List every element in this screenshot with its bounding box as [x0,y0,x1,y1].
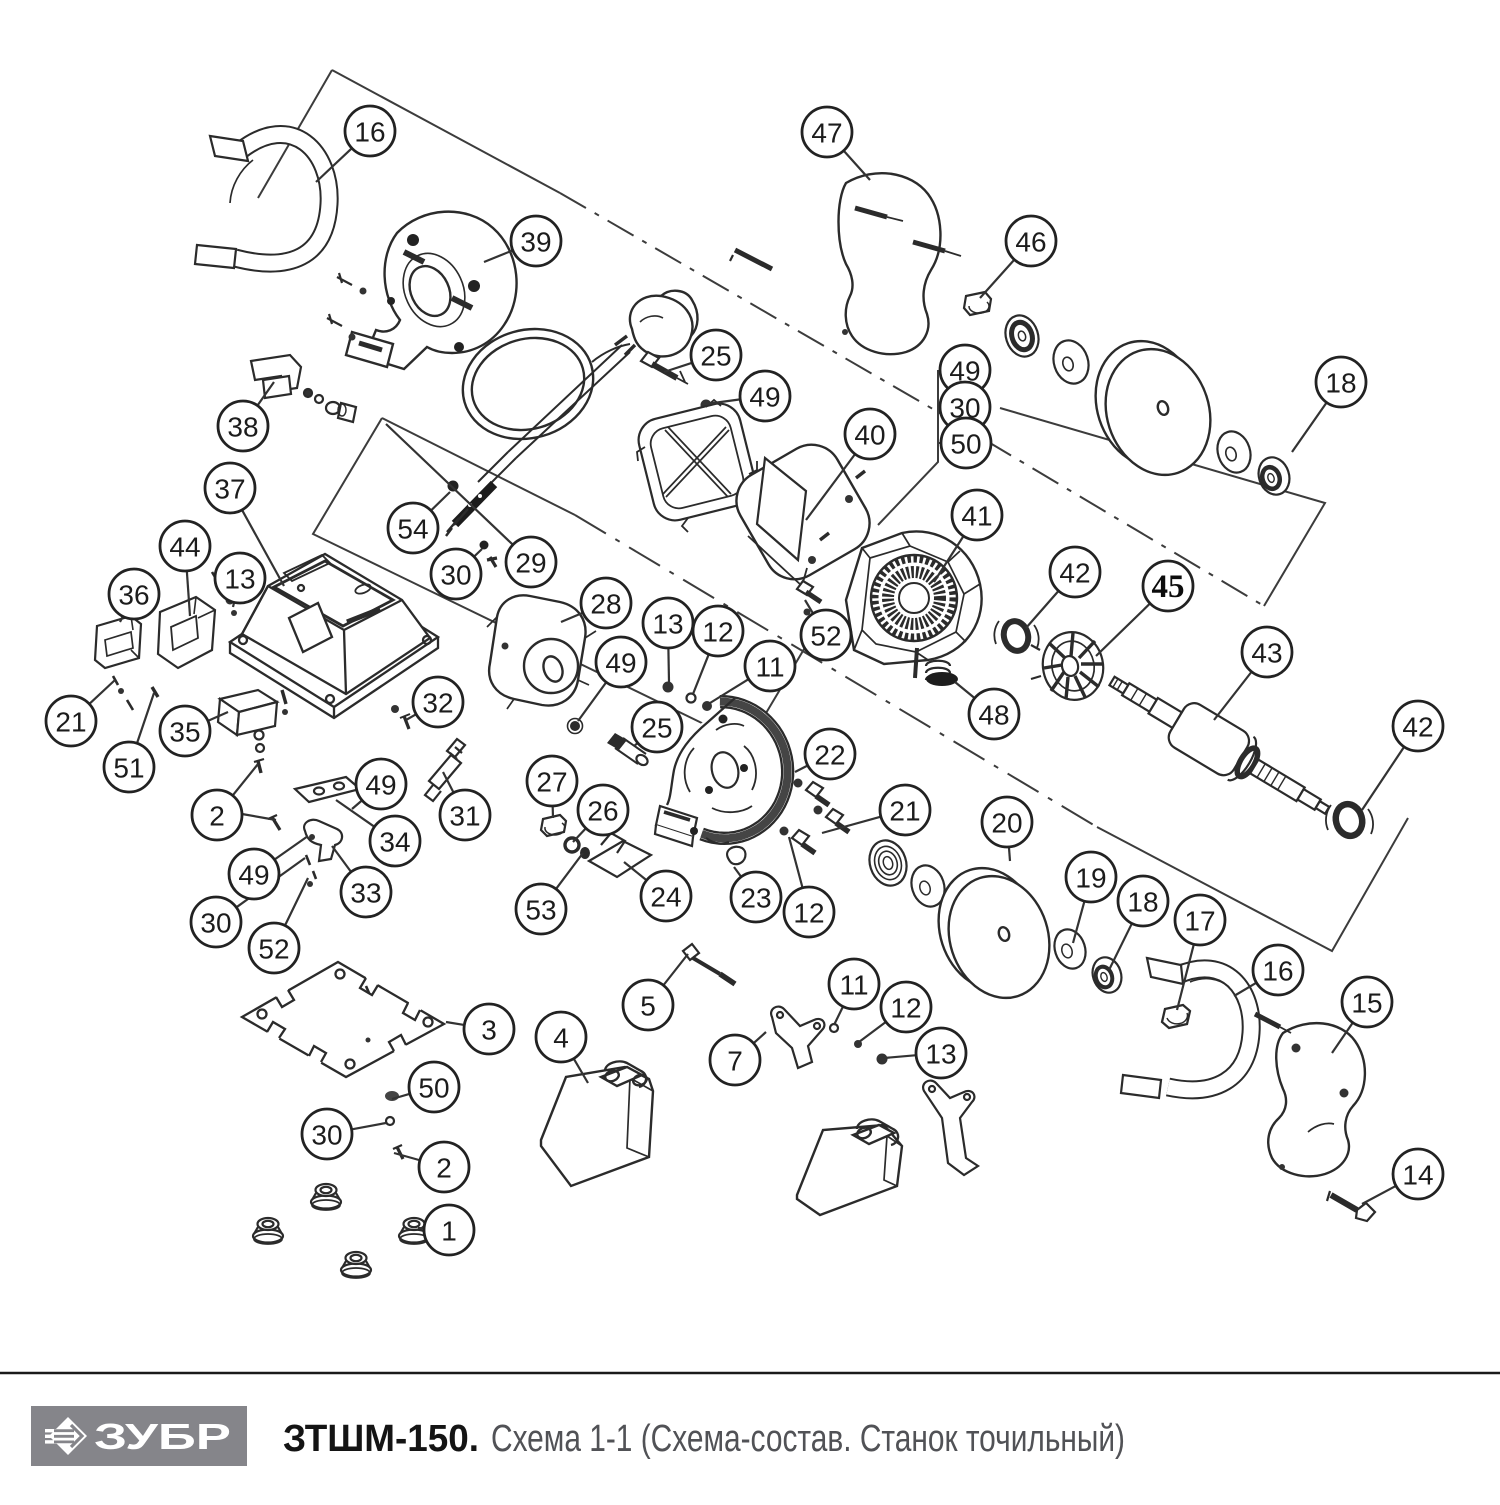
svg-text:25: 25 [700,341,731,372]
svg-text:29: 29 [515,548,546,579]
svg-text:7: 7 [727,1046,743,1077]
svg-text:24: 24 [650,882,681,913]
svg-text:ЗТШМ-150.: ЗТШМ-150. [283,1418,479,1460]
svg-text:52: 52 [810,621,841,652]
svg-text:49: 49 [238,860,269,891]
svg-text:20: 20 [991,808,1022,839]
svg-text:21: 21 [55,707,86,738]
svg-text:38: 38 [227,412,258,443]
svg-text:36: 36 [118,580,149,611]
svg-text:52: 52 [258,934,289,965]
svg-text:50: 50 [418,1073,449,1104]
svg-text:3: 3 [481,1015,497,1046]
svg-text:31: 31 [449,801,480,832]
svg-text:39: 39 [520,227,551,258]
svg-text:47: 47 [811,118,842,149]
svg-text:16: 16 [354,117,385,148]
svg-text:23: 23 [740,883,771,914]
svg-text:43: 43 [1251,638,1282,669]
svg-text:12: 12 [890,993,921,1024]
svg-text:49: 49 [949,356,980,387]
svg-text:42: 42 [1059,558,1090,589]
svg-text:19: 19 [1075,863,1106,894]
svg-text:51: 51 [113,753,144,784]
svg-text:35: 35 [169,717,200,748]
svg-text:50: 50 [950,429,981,460]
svg-text:49: 49 [365,770,396,801]
svg-text:33: 33 [350,878,381,909]
svg-text:53: 53 [525,895,556,926]
svg-text:ЗУБР: ЗУБР [94,1416,231,1457]
svg-text:11: 11 [839,970,868,1001]
svg-text:Схема 1-1 (Схема-состав. Стано: Схема 1-1 (Схема-состав. Станок точильны… [491,1418,1125,1460]
svg-text:41: 41 [961,501,992,532]
svg-text:28: 28 [590,589,621,620]
svg-text:12: 12 [793,898,824,929]
svg-text:37: 37 [214,474,245,505]
svg-text:5: 5 [640,991,656,1022]
svg-text:45: 45 [1152,569,1185,605]
svg-text:2: 2 [436,1153,452,1184]
svg-text:16: 16 [1262,956,1293,987]
svg-text:48: 48 [978,700,1009,731]
svg-text:22: 22 [814,740,845,771]
svg-text:13: 13 [652,609,683,640]
svg-text:4: 4 [553,1023,569,1054]
svg-text:27: 27 [536,767,567,798]
svg-text:49: 49 [749,382,780,413]
svg-text:12: 12 [702,617,733,648]
svg-text:30: 30 [440,560,471,591]
svg-text:21: 21 [889,796,920,827]
svg-text:54: 54 [397,514,428,545]
svg-text:18: 18 [1325,368,1356,399]
svg-text:13: 13 [224,564,255,595]
svg-text:1: 1 [441,1216,457,1247]
svg-text:34: 34 [379,827,410,858]
svg-text:40: 40 [854,420,885,451]
svg-text:2: 2 [209,801,225,832]
svg-text:18: 18 [1127,887,1158,918]
svg-text:49: 49 [605,648,636,679]
svg-text:30: 30 [200,908,231,939]
svg-text:42: 42 [1402,712,1433,743]
svg-text:11: 11 [755,652,784,683]
svg-text:17: 17 [1184,906,1215,937]
svg-text:25: 25 [641,713,672,744]
svg-text:46: 46 [1015,227,1046,258]
svg-text:32: 32 [422,688,453,719]
svg-text:15: 15 [1351,988,1382,1019]
svg-text:13: 13 [925,1039,956,1070]
svg-text:30: 30 [949,393,980,424]
svg-text:44: 44 [169,532,200,563]
svg-text:14: 14 [1402,1160,1433,1191]
svg-text:26: 26 [587,796,618,827]
svg-text:30: 30 [311,1120,342,1151]
